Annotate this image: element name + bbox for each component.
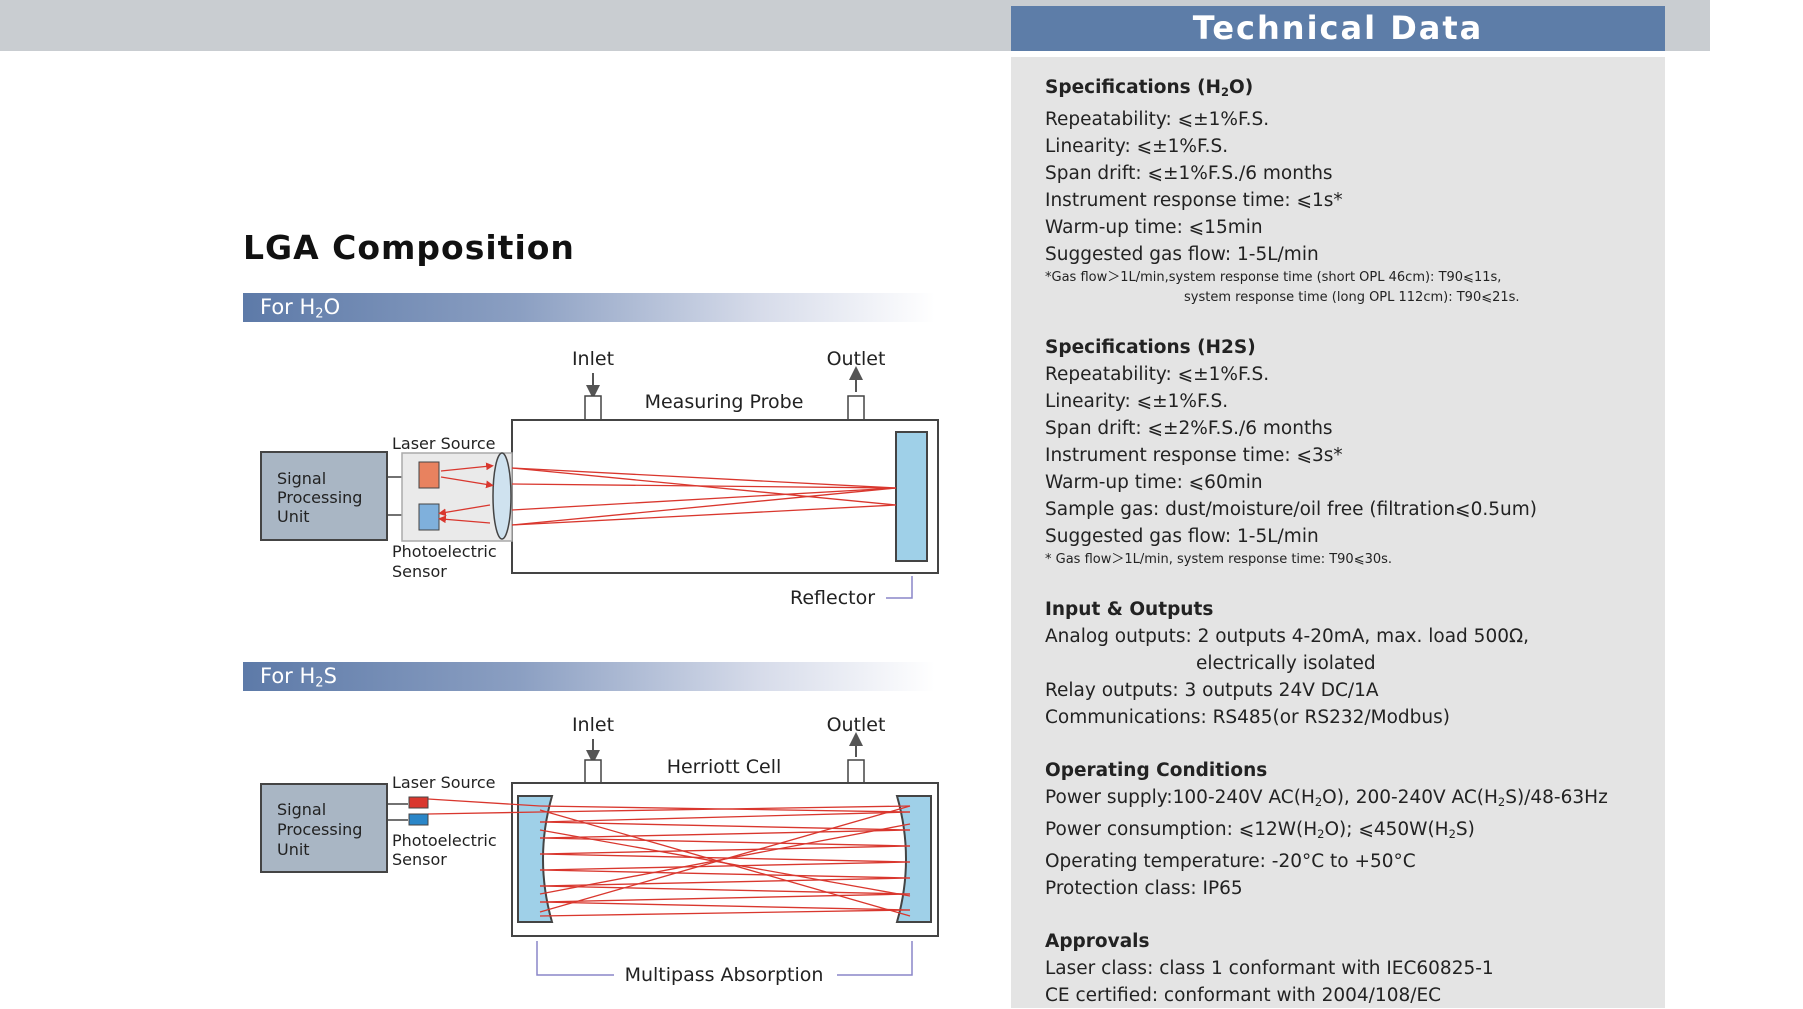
technical-data-header: Technical Data [1011, 6, 1665, 51]
spec-h2s-line: Linearity: ⩽±1%F.S. [1045, 390, 1229, 412]
h2o-photoelectric-label: Photoelectric [392, 542, 497, 561]
herriott-cell-label: Herriott Cell [667, 756, 782, 778]
spu-label: Unit [277, 840, 310, 859]
approvals-title: Approvals [1045, 930, 1150, 952]
left-mirror [517, 795, 554, 923]
io-comm: Communications: RS485(or RS232/Modbus) [1045, 706, 1450, 728]
power-consumption: Power consumption: ⩽12W(H2O); ⩽450W(H2S) [1045, 818, 1475, 841]
h2o-inlet-label: Inlet [572, 348, 614, 370]
h2s-multipass-beams [427, 798, 911, 917]
for-h2o-bar: For H2O [243, 293, 935, 322]
spu-label: Signal [277, 469, 326, 488]
reflector-leader [886, 576, 913, 599]
inlet-port [584, 759, 602, 784]
h2s-laser-source [408, 796, 429, 809]
spu-label: Processing [277, 820, 362, 839]
spu-label: Signal [277, 800, 326, 819]
multipass-bracket-right [837, 941, 913, 976]
spec-h2o-note: system response time (long OPL 112cm): T… [1184, 289, 1520, 305]
reflector-mirror [895, 431, 928, 562]
operating-temperature: Operating temperature: -20°C to +50°C [1045, 850, 1416, 872]
spec-h2o-line: Warm-up time: ⩽15min [1045, 216, 1263, 238]
spec-h2o-note: *Gas flow＞1L/min,system response time (s… [1045, 269, 1502, 285]
for-h2s-bar: For H2S [243, 662, 935, 691]
lens [492, 452, 512, 540]
h2s-laser-source-label: Laser Source [392, 773, 496, 792]
laser-source [418, 461, 440, 489]
protection-class: Protection class: IP65 [1045, 877, 1243, 899]
io-title: Input & Outputs [1045, 598, 1214, 620]
outlet-port [847, 759, 865, 784]
outlet-port [847, 395, 865, 421]
spec-h2s-line: Span drift: ⩽±2%F.S./6 months [1045, 417, 1333, 439]
measuring-probe-label: Measuring Probe [645, 391, 804, 413]
h2s-outlet-label: Outlet [827, 714, 886, 736]
operating-title: Operating Conditions [1045, 759, 1268, 781]
h2o-sensor-label: Sensor [392, 562, 447, 581]
spec-h2s-line: Suggested gas flow: 1-5L/min [1045, 525, 1319, 547]
h2o-outlet-label: Outlet [827, 348, 886, 370]
spec-h2s-line: Sample gas: dust/moisture/oil free (filt… [1045, 498, 1537, 520]
spec-h2s-line: Repeatability: ⩽±1%F.S. [1045, 363, 1270, 385]
spec-h2s-line: Instrument response time: ⩽3s* [1045, 444, 1343, 466]
h2o-diagram: Inlet Outlet Measuring Probe Signal Proc… [260, 348, 939, 609]
spec-h2o-line: Instrument response time: ⩽1s* [1045, 189, 1343, 211]
h2s-diagram: Inlet Outlet Herriott Cell [260, 714, 939, 986]
h2s-photoelectric-sensor [408, 813, 429, 826]
ce-certified: CE certified: conformant with 2004/108/E… [1045, 984, 1442, 1006]
io-relay: Relay outputs: 3 outputs 24V DC/1A [1045, 679, 1379, 701]
measuring-probe-box [511, 419, 939, 574]
io-analog-cont: electrically isolated [1196, 652, 1376, 674]
spec-h2o-title: Specifications (H2O) [1045, 77, 1254, 99]
h2o-laser-source-label: Laser Source [392, 434, 496, 453]
spec-h2s-title: Specifications (H2S) [1045, 336, 1256, 358]
h2o-laser-beams [438, 462, 897, 526]
inlet-port [584, 395, 602, 421]
laser-class: Laser class: class 1 conformant with IEC… [1045, 957, 1494, 979]
h2o-signal-processing-unit [260, 451, 388, 541]
h2s-sensor-label: Sensor [392, 850, 447, 869]
right-mirror [895, 795, 932, 923]
photoelectric-sensor [418, 503, 440, 531]
spec-h2o-line: Repeatability: ⩽±1%F.S. [1045, 108, 1270, 130]
power-supply: Power supply:100-240V AC(H2O), 200-240V … [1045, 786, 1608, 809]
technical-data-panel [1011, 57, 1665, 1008]
spec-h2o-line: Suggested gas flow: 1-5L/min [1045, 243, 1319, 265]
h2s-inlet-label: Inlet [572, 714, 614, 736]
reflector-label: Reflector [790, 587, 875, 609]
spec-h2o-line: Span drift: ⩽±1%F.S./6 months [1045, 162, 1333, 184]
h2s-signal-processing-unit [260, 783, 388, 873]
technical-data-content: Specifications (H2O) Repeatability: ⩽±1%… [1045, 74, 1655, 1009]
lga-composition-title: LGA Composition [243, 228, 575, 267]
multipass-bracket-left [536, 941, 614, 976]
multipass-absorption-label: Multipass Absorption [625, 964, 824, 986]
spu-label: Unit [277, 507, 310, 526]
spec-h2s-note: * Gas flow＞1L/min, system response time:… [1045, 551, 1393, 567]
spu-label: Processing [277, 488, 362, 507]
h2s-photoelectric-label: Photoelectric [392, 831, 497, 850]
io-analog: Analog outputs: 2 outputs 4-20mA, max. l… [1045, 625, 1529, 647]
spec-h2o-line: Linearity: ⩽±1%F.S. [1045, 135, 1229, 157]
spec-h2s-line: Warm-up time: ⩽60min [1045, 471, 1263, 493]
